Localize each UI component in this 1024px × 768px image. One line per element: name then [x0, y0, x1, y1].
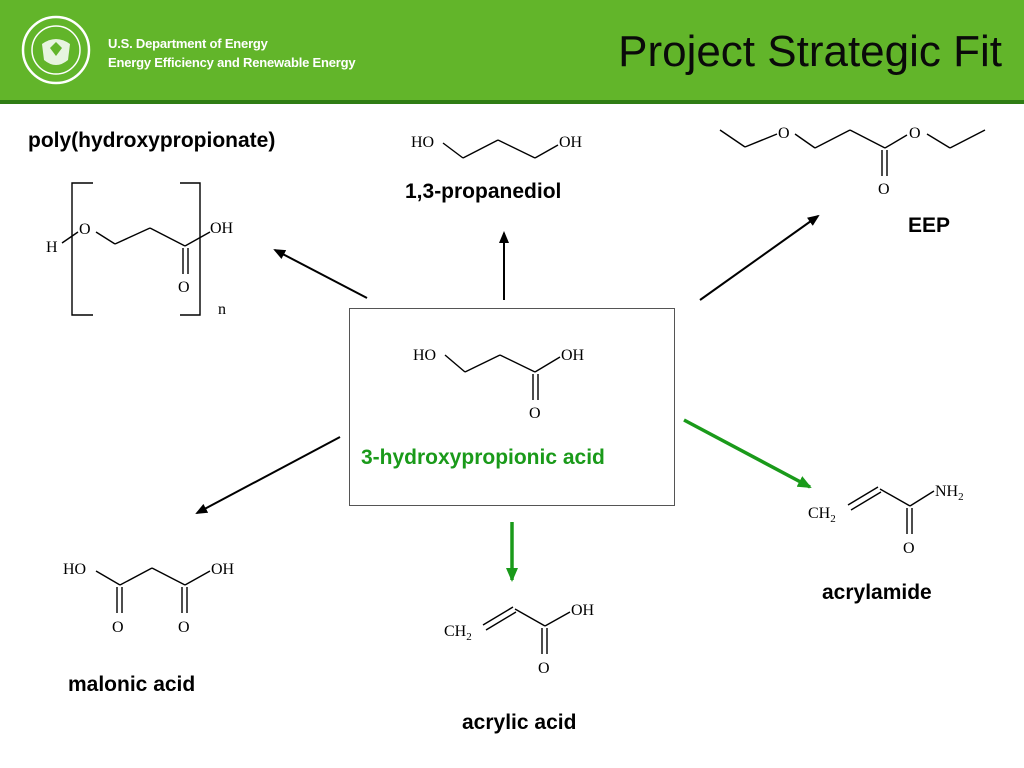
acrylamide-nh-sub: 2	[958, 491, 964, 503]
arrow-to-acrylamide	[683, 418, 812, 489]
acrylamide-atom-nh2: NH2	[935, 483, 964, 503]
arrow-to-malonic	[195, 436, 341, 514]
eep-structure	[719, 129, 986, 176]
propanediol-atom-oh: OH	[559, 134, 583, 151]
polyhp-atom-o: O	[79, 221, 91, 238]
acrylic-atom-ch2: CH2	[444, 623, 472, 643]
eep-atom-co: O	[878, 181, 890, 198]
acrylamide-label: acrylamide	[822, 581, 932, 604]
propanediol-structure	[442, 139, 559, 159]
polyhp-structure	[61, 182, 211, 316]
acrylamide-ch-sub: 2	[830, 513, 836, 525]
polyhp-atom-oh: OH	[210, 220, 234, 237]
acrylic-label: acrylic acid	[462, 711, 577, 734]
acrylamide-nh: NH	[935, 483, 959, 500]
center-atom-ho: HO	[413, 347, 436, 364]
acrylic-atom-oh: OH	[571, 602, 595, 619]
center-compound-box	[349, 308, 675, 506]
polyhp-subscript-n: n	[218, 301, 226, 318]
eep-atom-o2: O	[909, 125, 921, 142]
agency-line-1: U.S. Department of Energy	[108, 36, 268, 51]
eep-label: EEP	[908, 214, 951, 237]
polyhp-atom-h: H	[46, 239, 58, 256]
polyhp-atom-co: O	[178, 279, 190, 296]
acrylamide-structure	[847, 486, 935, 534]
center-atom-oh: OH	[561, 347, 585, 364]
malonic-atom-o2: O	[178, 619, 190, 636]
acrylamide-ch: CH	[808, 505, 831, 522]
acrylamide-atom-o: O	[903, 540, 915, 557]
acrylic-ch-sub: 2	[466, 631, 472, 643]
center-compound-label: 3-hydroxypropionic acid	[361, 446, 605, 469]
acrylamide-atom-ch2: CH2	[808, 505, 836, 525]
agency-name: U.S. Department of Energy Energy Efficie…	[108, 34, 356, 72]
doe-seal-icon	[21, 15, 91, 85]
arrow-to-polyhp	[273, 249, 368, 299]
propanediol-label: 1,3-propanediol	[405, 180, 562, 203]
malonic-atom-ho: HO	[63, 561, 86, 578]
acrylic-ch: CH	[444, 623, 467, 640]
malonic-structure	[95, 567, 211, 613]
center-structure	[444, 354, 561, 400]
acrylic-structure	[482, 606, 571, 654]
header-bar	[0, 0, 1024, 100]
center-atom-o: O	[529, 405, 541, 422]
malonic-atom-oh: OH	[211, 561, 235, 578]
agency-line-2: Energy Efficiency and Renewable Energy	[108, 55, 356, 70]
propanediol-atom-ho: HO	[411, 134, 434, 151]
reaction-arrows	[195, 214, 820, 582]
polyhp-label: poly(hydroxypropionate)	[28, 129, 276, 152]
header-divider	[0, 100, 1024, 104]
acrylic-atom-o: O	[538, 660, 550, 677]
malonic-atom-o1: O	[112, 619, 124, 636]
eep-atom-o1: O	[778, 125, 790, 142]
malonic-label: malonic acid	[68, 673, 196, 696]
arrow-to-eep	[699, 214, 820, 301]
page-title: Project Strategic Fit	[618, 27, 1002, 76]
